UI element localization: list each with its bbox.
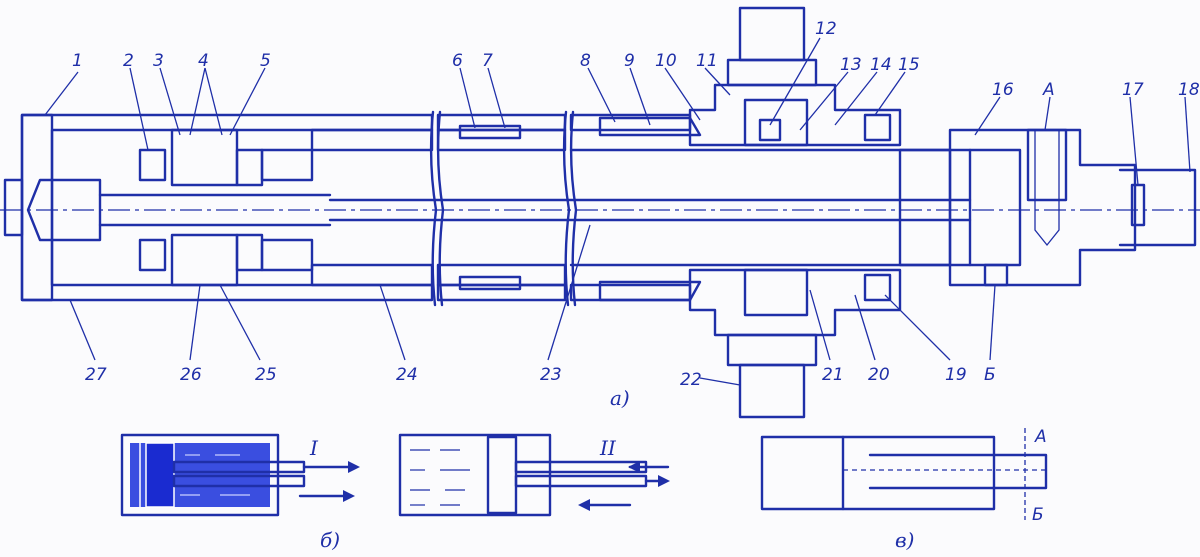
label-19: 19 <box>945 365 967 385</box>
rod-extension <box>898 148 952 267</box>
label-25: 25 <box>255 365 277 385</box>
label-14: 14 <box>870 55 892 75</box>
label-17: 17 <box>1122 80 1144 100</box>
scheme-v: А Б в) <box>760 427 1048 552</box>
port-a-channel <box>1026 128 1068 202</box>
scheme-port-b: Б <box>1032 505 1044 525</box>
label-21: 21 <box>822 365 844 385</box>
rod-tip <box>26 178 102 242</box>
scheme-port-a: А <box>1034 427 1047 447</box>
caption-b: б) <box>320 528 340 552</box>
label-1: 1 <box>72 51 83 71</box>
end-18 <box>1118 168 1197 247</box>
leader-lines <box>44 37 1191 386</box>
label-7: 7 <box>482 51 493 71</box>
left-fitting <box>3 178 24 237</box>
label-5: 5 <box>260 51 271 71</box>
seal-19 <box>863 273 892 302</box>
main-section-view: 1 2 3 4 5 6 7 8 9 10 11 12 13 14 15 16 А… <box>0 6 1200 419</box>
label-13: 13 <box>840 55 862 75</box>
label-4: 4 <box>198 51 209 71</box>
label-8: 8 <box>580 51 591 71</box>
seal-12 <box>758 118 782 142</box>
label-26: 26 <box>180 365 202 385</box>
cylinder-wall-mid-bottom <box>436 283 567 302</box>
nut-2b <box>138 238 167 272</box>
label-6: 6 <box>452 51 463 71</box>
label-port-b: Б <box>984 365 996 385</box>
rod-end-16 <box>948 128 1137 287</box>
label-20: 20 <box>868 365 890 385</box>
rod-24-bottom <box>310 263 434 287</box>
piston-bottom <box>170 233 239 287</box>
piston-top <box>170 128 239 187</box>
trunnion-pin-bottom <box>738 363 806 419</box>
bushing-8-9 <box>598 116 702 137</box>
port-b-channel <box>983 263 1009 287</box>
caption-a: а) <box>610 386 630 410</box>
inner-tube-23 <box>328 198 972 222</box>
scheme-mode-1: I б) <box>120 433 360 552</box>
label-16: 16 <box>992 80 1014 100</box>
label-27: 27 <box>85 365 107 385</box>
nut-2 <box>138 148 167 182</box>
cylinder-wall-right-bottom <box>569 283 692 302</box>
gland-body-bottom <box>688 268 902 337</box>
label-port-a: А <box>1042 80 1055 100</box>
label-2: 2 <box>123 51 134 71</box>
label-11: 11 <box>696 51 718 71</box>
label-23: 23 <box>540 365 562 385</box>
scheme-mode-2: II <box>398 433 670 517</box>
label-9: 9 <box>624 51 635 71</box>
trunnion-pin-top <box>738 6 806 62</box>
piston-hub-top <box>235 148 264 187</box>
caption-v: в) <box>895 528 914 552</box>
label-3: 3 <box>153 51 164 71</box>
label-22: 22 <box>680 370 702 390</box>
label-10: 10 <box>655 51 677 71</box>
mode-2-label: II <box>599 436 617 460</box>
rod-24-top <box>310 128 434 152</box>
label-24: 24 <box>396 365 418 385</box>
guide-6-7 <box>458 124 522 140</box>
mode-1-label: I <box>309 436 319 460</box>
end-cap <box>20 113 54 302</box>
label-15: 15 <box>898 55 920 75</box>
label-18: 18 <box>1178 80 1200 100</box>
piston-hub-bottom <box>235 233 264 272</box>
label-12: 12 <box>815 19 837 39</box>
cylinder-wall-left <box>20 113 434 302</box>
seal-15 <box>863 113 892 142</box>
